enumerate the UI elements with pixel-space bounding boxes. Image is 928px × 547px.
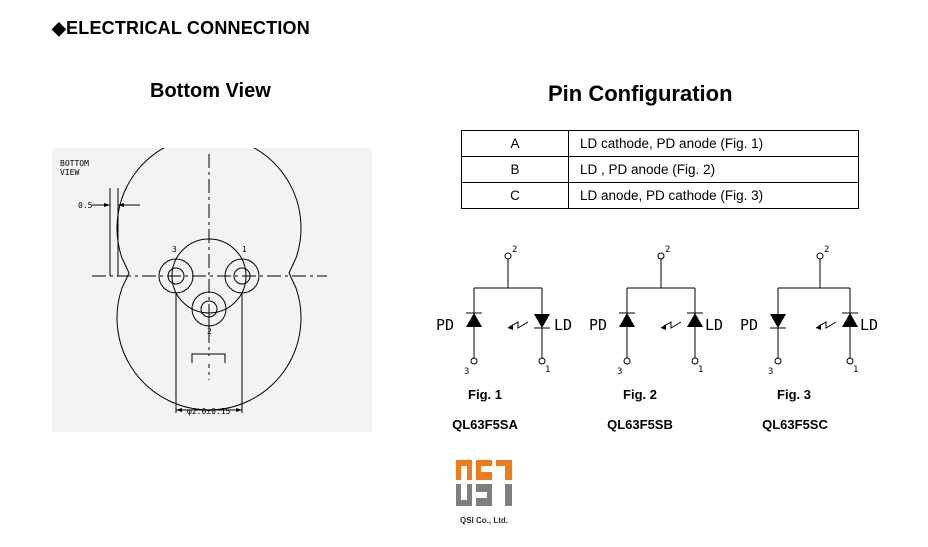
qsi-logo-icon: [456, 460, 512, 506]
pin-terminal: [538, 357, 546, 365]
pin-number-2: 2: [512, 245, 517, 255]
diamond-bullet-icon: ◆: [52, 18, 67, 38]
pin-terminal: [623, 357, 631, 365]
pin-number-2: 2: [824, 245, 829, 255]
logo-i-cut2: [496, 484, 505, 506]
ld-diode-icon: [687, 313, 703, 327]
section-heading-text: ELECTRICAL CONNECTION: [66, 18, 310, 38]
bottom-view-title: Bottom View: [150, 80, 271, 102]
pin-number-2: 2: [207, 327, 212, 336]
pin-number-3: 3: [617, 367, 622, 377]
pin-description: LD , PD anode (Fig. 2): [568, 156, 859, 183]
light-arrowhead-icon: [508, 324, 513, 330]
ld-label: LD: [705, 316, 723, 334]
dim-arrowhead-left-icon: [104, 203, 110, 207]
fig-3-schematic: PD LD 2 3 1: [740, 245, 878, 377]
pin-terminal: [657, 252, 665, 260]
drawing-label-bottom: BOTTOM: [60, 159, 89, 168]
pin-description: LD cathode, PD anode (Fig. 1): [568, 130, 859, 157]
pin-number-1: 1: [242, 245, 247, 254]
fig-2-schematic: PD LD 2 3 1: [589, 245, 723, 377]
ld-diode-icon: [534, 314, 550, 328]
section-heading: ◆ELECTRICAL CONNECTION: [52, 18, 310, 39]
pd-diode-icon: [770, 314, 786, 328]
dim-bottom-arrowhead-left-icon: [176, 408, 182, 412]
pin-terminal: [504, 252, 512, 260]
table-row: B LD , PD anode (Fig. 2): [461, 156, 859, 183]
pin-description: LD anode, PD cathode (Fig. 3): [568, 182, 859, 209]
part-number-a: QL63F5SA: [452, 417, 518, 432]
pin-number-3: 3: [172, 245, 177, 254]
pin-number-2: 2: [665, 245, 670, 255]
fig-1-label: Fig. 1: [468, 387, 502, 402]
logo-i-cut: [496, 466, 505, 480]
table-row: A LD cathode, PD anode (Fig. 1): [461, 130, 859, 157]
pin-letter: C: [461, 182, 569, 209]
pin-letter: A: [461, 130, 569, 157]
light-arrowhead-icon: [661, 324, 666, 330]
dim-arrowhead-right-icon: [118, 203, 124, 207]
logo-s-cut2: [476, 492, 487, 498]
fig-1-schematic: PD LD 2 3 1: [436, 245, 572, 377]
pd-label: PD: [740, 316, 758, 334]
pin-terminal: [846, 357, 854, 365]
pd-diode-icon: [619, 313, 635, 327]
pin-configuration-title: Pin Configuration: [548, 81, 733, 106]
ld-diode-icon: [842, 313, 858, 327]
pin-terminal: [691, 357, 699, 365]
pin-terminal: [816, 252, 824, 260]
drawing-background: [52, 148, 372, 432]
logo-s-cut: [481, 466, 492, 472]
dimension-top-label: 0.5: [78, 201, 93, 210]
light-arrowhead-icon: [816, 324, 821, 330]
logo-q-cut: [461, 466, 467, 480]
part-number-c: QL63F5SC: [762, 417, 828, 432]
pin-number-1: 1: [545, 365, 550, 375]
drawing-label-view: VIEW: [60, 168, 79, 177]
ld-label: LD: [860, 316, 878, 334]
part-number-b: QL63F5SB: [607, 417, 673, 432]
pin-letter: B: [461, 156, 569, 183]
pin-terminal: [470, 357, 478, 365]
company-name: QSI Co., Ltd.: [460, 516, 508, 525]
pin-number-3: 3: [768, 367, 773, 377]
fig-2-label: Fig. 2: [623, 387, 657, 402]
pin-number-3: 3: [464, 367, 469, 377]
pin-configuration-table: A LD cathode, PD anode (Fig. 1) B LD , P…: [461, 130, 859, 209]
fig-3-label: Fig. 3: [777, 387, 811, 402]
pd-label: PD: [436, 316, 454, 334]
pd-diode-icon: [466, 313, 482, 327]
pd-label: PD: [589, 316, 607, 334]
pin-number-1: 1: [853, 365, 858, 375]
dim-bottom-arrowhead-right-icon: [236, 408, 242, 412]
dimension-bottom-label: φ2.0±0.15: [187, 407, 231, 416]
key-notch-gap: [202, 356, 214, 364]
table-row: C LD anode, PD cathode (Fig. 3): [461, 182, 859, 209]
bottom-view-drawing: BOTTOM VIEW 0.5 φ2.0±0.15 1 2 3: [52, 148, 372, 432]
pin-number-1: 1: [698, 365, 703, 375]
ld-label: LD: [554, 316, 572, 334]
logo-q-cut2: [461, 484, 467, 500]
package-outline: [116, 148, 302, 411]
pin-terminal: [774, 357, 782, 365]
